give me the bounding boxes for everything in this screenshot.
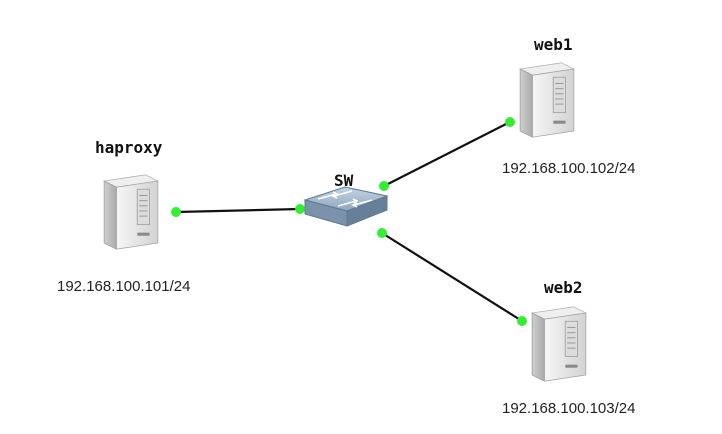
server-icon xyxy=(531,306,587,382)
link-sw-web2 xyxy=(381,232,523,322)
server-web1[interactable] xyxy=(519,62,575,138)
port-web2 xyxy=(517,316,527,326)
port-sw-web2 xyxy=(377,228,387,238)
port-haproxy xyxy=(171,207,181,217)
server-icon xyxy=(519,62,575,138)
web2-name-label: web2 xyxy=(544,278,583,297)
port-web1 xyxy=(505,117,515,127)
port-sw-haproxy xyxy=(295,204,305,214)
web1-name-label: web1 xyxy=(534,35,573,54)
link-sw-web1 xyxy=(383,121,511,187)
port-sw-web1 xyxy=(379,181,389,191)
switch-icon xyxy=(303,186,389,227)
server-web2[interactable] xyxy=(531,306,587,382)
links xyxy=(175,121,523,322)
ports xyxy=(171,117,527,326)
web1-ip-label: 192.168.100.102/24 xyxy=(502,160,636,177)
switch-sw[interactable] xyxy=(303,186,389,227)
switch-name-label: SW xyxy=(334,171,354,190)
web2-ip-label: 192.168.100.103/24 xyxy=(502,400,636,417)
server-haproxy[interactable] xyxy=(103,174,159,250)
server-icon xyxy=(103,174,159,250)
haproxy-ip-label: 192.168.100.101/24 xyxy=(57,278,191,295)
haproxy-name-label: haproxy xyxy=(95,138,163,157)
link-haproxy-sw xyxy=(175,207,301,214)
